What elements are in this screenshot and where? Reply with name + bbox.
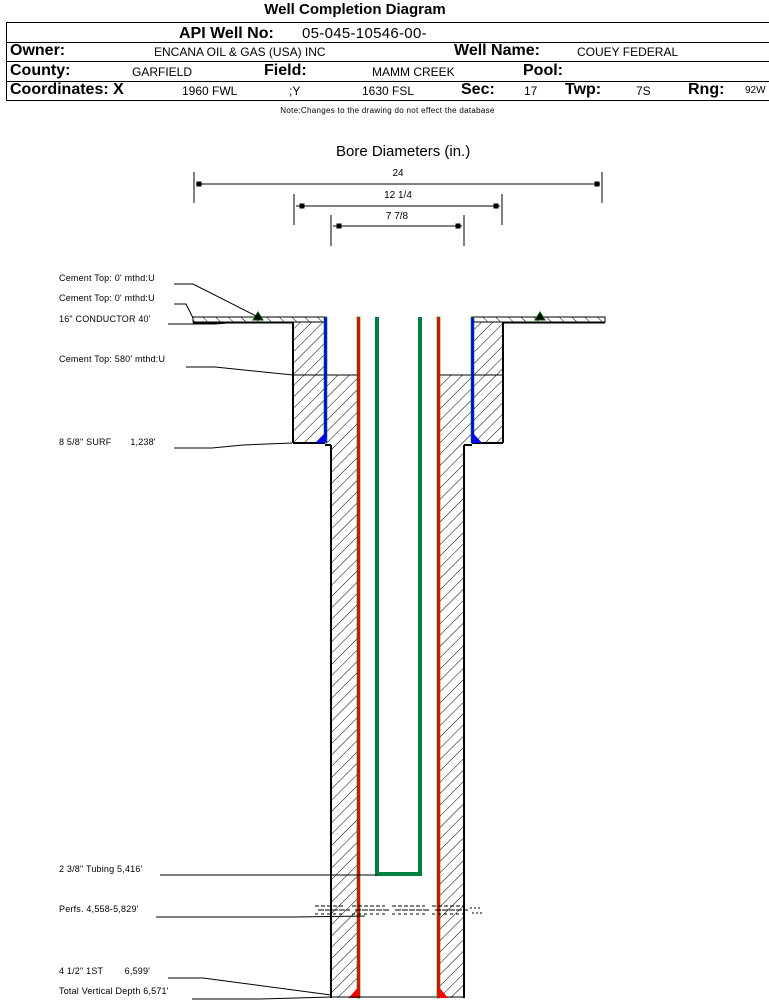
production-casing [349, 316, 448, 999]
coord-y-label: ;Y [289, 84, 301, 98]
rng-value: 92W [745, 85, 766, 96]
bore-dimension-24 [193, 172, 603, 203]
api-row: API Well No: 05-045-10546-00- [7, 23, 769, 43]
leader-cement-top-3 [186, 366, 294, 376]
annotation-cement-top: Cement Top: 0' mthd:U [59, 273, 155, 283]
bore-diameters-title: Bore Diameters (in.) [336, 143, 471, 160]
owner-value: ENCANA OIL & GAS (USA) INC [154, 45, 326, 59]
inner-cement-left-lower [331, 443, 357, 998]
leader-cement-top-2 [174, 303, 194, 319]
cement-top-marker-left [252, 311, 264, 321]
leader-tvd [192, 996, 397, 1000]
pool-label: Pool: [523, 62, 563, 79]
production-shoe-left [349, 986, 359, 998]
field-label: Field: [264, 62, 307, 79]
production-shoe-right [438, 986, 448, 998]
bore-diameter-label: 7 7/8 [385, 211, 409, 222]
county-value: GARFIELD [132, 65, 193, 79]
inner-cement-left-upper [326, 375, 357, 443]
surface-shoe-left [316, 432, 326, 443]
coord-x-label: Coordinates: X [10, 81, 124, 98]
coordinates-row: Coordinates: X 1960 FWL ;Y 1630 FSL Sec:… [7, 81, 769, 100]
annotation-production-casing: 4 1/2" 1ST 6,599' [59, 966, 151, 976]
database-note: Note:Changes to the drawing do not effec… [280, 106, 495, 115]
leader-surface [174, 442, 293, 449]
coord-y-value: 1630 FSL [362, 84, 415, 98]
bore-dimension-7-7-8 [330, 215, 465, 246]
well-info-table: API Well No: 05-045-10546-00- Owner: ENC… [6, 22, 769, 101]
outer-cement-left [293, 322, 325, 443]
sec-value: 17 [524, 84, 538, 98]
leader-production [168, 977, 332, 996]
leader-lines [156, 283, 397, 1000]
sec-label: Sec: [461, 81, 495, 98]
tubing [375, 317, 422, 876]
annotation-surface-casing: 8 5/8" SURF 1,238' [59, 437, 156, 447]
annotation-perforations: Perfs. 4,558-5,829' [59, 904, 139, 914]
coord-x-value: 1960 FWL [182, 84, 238, 98]
inner-cement-right-upper [440, 375, 471, 443]
inner-cement-right-lower [440, 443, 464, 998]
outer-cement-right [472, 322, 503, 443]
surface-shoe-right [472, 432, 482, 443]
bore-diameter-label: 24 [392, 168, 404, 179]
leader-conductor [168, 321, 241, 325]
leader-cement-top-1 [174, 283, 259, 318]
api-value: 05-045-10546-00- [302, 25, 427, 42]
leader-perfs [156, 915, 366, 918]
owner-label: Owner: [10, 42, 66, 59]
annotation-tubing: 2 3/8" Tubing 5,416' [59, 864, 143, 874]
owner-row: Owner: ENCANA OIL & GAS (USA) INC Well N… [7, 42, 769, 62]
annotation-cement-top: Cement Top: 0' mthd:U [59, 293, 155, 303]
bore-dimension-12-1-4 [293, 194, 503, 225]
bore-diameter-label: 12 1/4 [384, 190, 412, 201]
well-name-label: Well Name: [454, 42, 540, 59]
cement-top-marker-right [534, 311, 546, 321]
surface-casing [316, 316, 482, 444]
annotation-total-depth: Total Vertical Depth 6,571' [59, 986, 169, 996]
twp-value: 7S [636, 84, 651, 98]
perforations [315, 905, 482, 915]
diagram-title: Well Completion Diagram [264, 1, 446, 18]
county-row: County: GARFIELD Field: MAMM CREEK Pool: [7, 62, 769, 82]
annotation-cement-top: Cement Top: 580' mthd:U [59, 354, 166, 364]
field-value: MAMM CREEK [372, 65, 455, 79]
county-label: County: [10, 62, 71, 79]
rng-label: Rng: [688, 81, 725, 98]
twp-label: Twp: [565, 81, 602, 98]
well-name-value: COUEY FEDERAL [577, 45, 679, 59]
annotation-conductor: 16" CONDUCTOR 40' [59, 314, 151, 324]
api-label: API Well No: [179, 25, 274, 42]
